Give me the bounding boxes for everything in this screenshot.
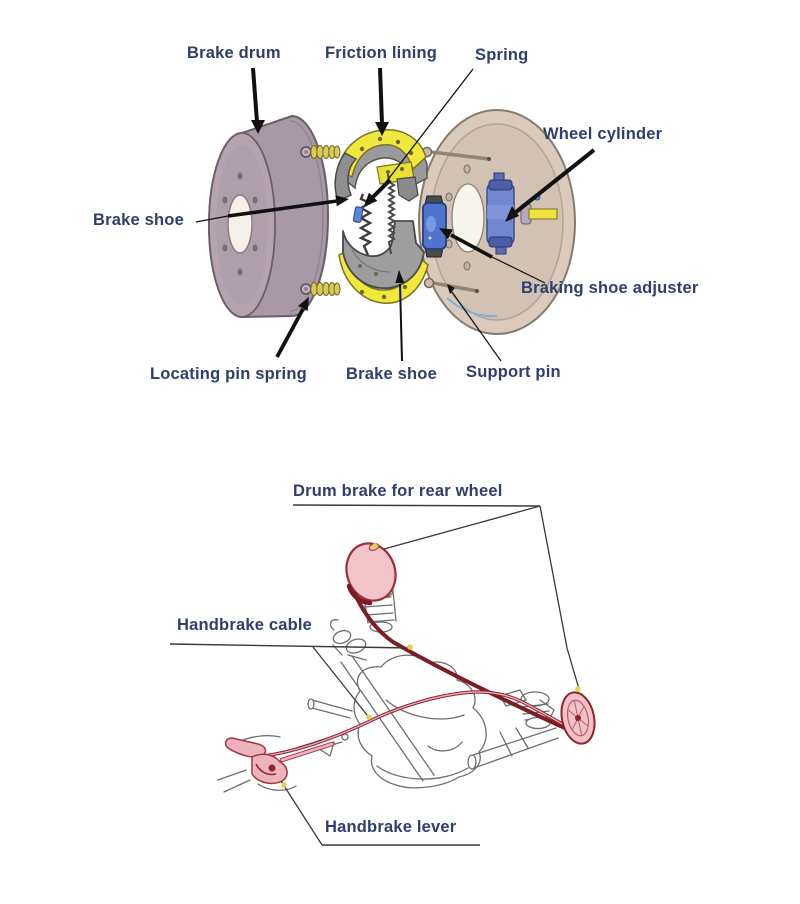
support-pin-bottom (423, 277, 479, 293)
label-support-pin: Support pin (466, 363, 561, 381)
upper-friction-lining (337, 129, 427, 179)
label-brake-shoe-left: Brake shoe (93, 211, 184, 229)
label-handbrake-lever: Handbrake lever (325, 818, 457, 836)
handbrake-cables-drawing (257, 591, 568, 759)
rear-wheel-drum-right (560, 691, 596, 745)
plate-bolt-holes (445, 164, 471, 271)
leader-lines (169, 504, 580, 846)
plate-blue-cable-guide (446, 297, 498, 318)
label-brake-shoe-bottom: Brake shoe (346, 365, 437, 383)
label-wheel-cylinder: Wheel cylinder (543, 125, 663, 143)
wheel-cylinder-drawing (486, 172, 515, 255)
shoe-hold-clip (352, 206, 364, 223)
rear-axle-outline (467, 689, 559, 770)
upper-brake-shoe-web (334, 152, 358, 203)
brake-drum-drawing (208, 115, 329, 318)
rear-axle-cable (352, 591, 568, 731)
drum-brake-exploded-illustration (195, 67, 596, 362)
fuel-tank-outline (353, 654, 487, 789)
handbrake-system-figure (0, 440, 800, 904)
brake-shoe-assembly (334, 129, 429, 304)
lower-brake-shoe (342, 220, 425, 289)
handbrake-lever-drawing (224, 737, 335, 785)
handbrake-system-illustration (169, 504, 596, 846)
braking-shoe-adjuster-drawing (422, 195, 447, 258)
annotation-arrows (195, 67, 596, 362)
label-braking-shoe-adjuster: Braking shoe adjuster (521, 279, 699, 297)
exploded-drum-brake-figure: Brake drum Friction lining Spring Wheel … (0, 0, 800, 440)
label-brake-drum: Brake drum (187, 44, 281, 62)
locating-pin-spring-bottom (300, 282, 341, 296)
plate-center-hole (451, 183, 485, 253)
cable-equalizer (329, 619, 367, 661)
locating-pin-spring-top (300, 145, 341, 159)
label-friction-lining: Friction lining (325, 44, 438, 62)
label-spring: Spring (475, 46, 529, 64)
leader-highlight-dots (281, 543, 581, 788)
backing-plate-drawing (418, 109, 576, 335)
drum-hub-hole (227, 194, 253, 254)
drum-bolt-holes (222, 172, 258, 276)
label-locating-pin-spring: Locating pin spring (150, 365, 307, 383)
label-drum-brake-for-rear-wheel: Drum brake for rear wheel (293, 482, 503, 500)
label-handbrake-cable: Handbrake cable (177, 616, 313, 634)
return-spring-right (387, 173, 396, 255)
